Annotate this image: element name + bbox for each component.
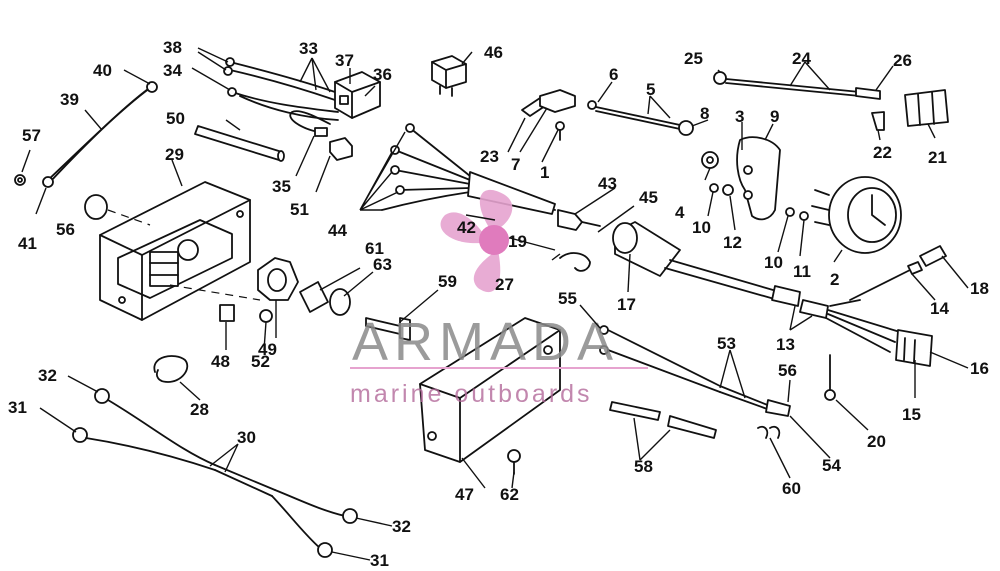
callout-label: 35 bbox=[272, 177, 291, 196]
callout-label: 17 bbox=[617, 295, 636, 314]
callout-label: 63 bbox=[373, 255, 392, 274]
callout-label: 53 bbox=[717, 334, 736, 353]
callout-label: 55 bbox=[558, 289, 577, 308]
callout-label: 37 bbox=[335, 51, 354, 70]
callout-label: 28 bbox=[190, 400, 209, 419]
callout-label: 6 bbox=[609, 65, 618, 84]
callout-label: 11 bbox=[793, 262, 811, 281]
callout-label: 24 bbox=[792, 49, 811, 68]
callout-label: 9 bbox=[770, 107, 779, 126]
callout-label: 41 bbox=[18, 234, 37, 253]
logo-blade-top bbox=[479, 189, 513, 232]
callout-label: 3 bbox=[735, 107, 744, 126]
callout-label: 31 bbox=[370, 551, 389, 570]
logo-blade-left bbox=[440, 212, 488, 244]
watermark-tagline: marine outboards bbox=[350, 380, 593, 408]
callout-label: 25 bbox=[684, 49, 703, 68]
callout-label: 27 bbox=[495, 275, 514, 294]
callout-labels: 1 2 3 4 5 6 7 8 9 10 10 11 12 13 14 15 1… bbox=[8, 38, 989, 570]
callout-label: 52 bbox=[251, 352, 270, 371]
callout-label: 30 bbox=[237, 428, 256, 447]
watermark-brand: ARMADA bbox=[352, 312, 619, 372]
callout-label: 54 bbox=[822, 456, 841, 475]
callout-label: 13 bbox=[776, 335, 795, 354]
callout-label: 5 bbox=[646, 80, 655, 99]
callout-label: 45 bbox=[639, 188, 658, 207]
callout-label: 7 bbox=[511, 155, 520, 174]
callout-label: 57 bbox=[22, 126, 41, 145]
callout-label: 56 bbox=[56, 220, 75, 239]
callout-label: 26 bbox=[893, 51, 912, 70]
callout-label: 16 bbox=[970, 359, 989, 378]
callout-label: 36 bbox=[373, 65, 392, 84]
callout-label: 23 bbox=[480, 147, 499, 166]
callout-label: 42 bbox=[457, 218, 476, 237]
callout-label: 10 bbox=[692, 218, 711, 237]
callout-label: 38 bbox=[163, 38, 182, 57]
leader-lines bbox=[21, 47, 969, 561]
callout-label: 62 bbox=[500, 485, 519, 504]
armada-watermark: ARMADA marine outboards bbox=[350, 189, 648, 408]
logo-hub bbox=[479, 225, 509, 255]
callout-label: 59 bbox=[438, 272, 457, 291]
propeller-logo-icon bbox=[440, 189, 513, 293]
callout-label: 44 bbox=[328, 221, 347, 240]
callout-label: 51 bbox=[290, 200, 309, 219]
callout-label: 29 bbox=[165, 145, 184, 164]
callout-label: 33 bbox=[299, 39, 318, 58]
callout-label: 43 bbox=[598, 174, 617, 193]
callout-label: 20 bbox=[867, 432, 886, 451]
callout-label: 19 bbox=[508, 232, 527, 251]
callout-label: 56 bbox=[778, 361, 797, 380]
callout-label: 50 bbox=[166, 109, 185, 128]
callout-label: 47 bbox=[455, 485, 474, 504]
callout-label: 60 bbox=[782, 479, 801, 498]
callout-label: 15 bbox=[902, 405, 921, 424]
callout-label: 18 bbox=[970, 279, 989, 298]
callout-label: 49 bbox=[258, 340, 277, 359]
part-drawings bbox=[14, 55, 949, 558]
callout-label: 1 bbox=[540, 163, 549, 182]
callout-label: 10 bbox=[764, 253, 783, 272]
callout-label: 39 bbox=[60, 90, 79, 109]
callout-label: 21 bbox=[928, 148, 947, 167]
callout-label: 4 bbox=[675, 203, 685, 222]
callout-label: 12 bbox=[723, 233, 742, 252]
callout-label: 22 bbox=[873, 143, 892, 162]
callout-label: 46 bbox=[484, 43, 503, 62]
callout-label: 2 bbox=[830, 270, 839, 289]
callout-label: 8 bbox=[700, 104, 709, 123]
callout-label: 48 bbox=[211, 352, 230, 371]
callout-label: 34 bbox=[163, 61, 182, 80]
logo-blade-bottom bbox=[473, 250, 501, 293]
callout-label: 32 bbox=[392, 517, 411, 536]
callout-label: 14 bbox=[930, 299, 949, 318]
callout-label: 40 bbox=[93, 61, 112, 80]
callout-label: 58 bbox=[634, 457, 653, 476]
callout-label: 61 bbox=[365, 239, 384, 258]
callout-label: 32 bbox=[38, 366, 57, 385]
callout-label: 31 bbox=[8, 398, 27, 417]
